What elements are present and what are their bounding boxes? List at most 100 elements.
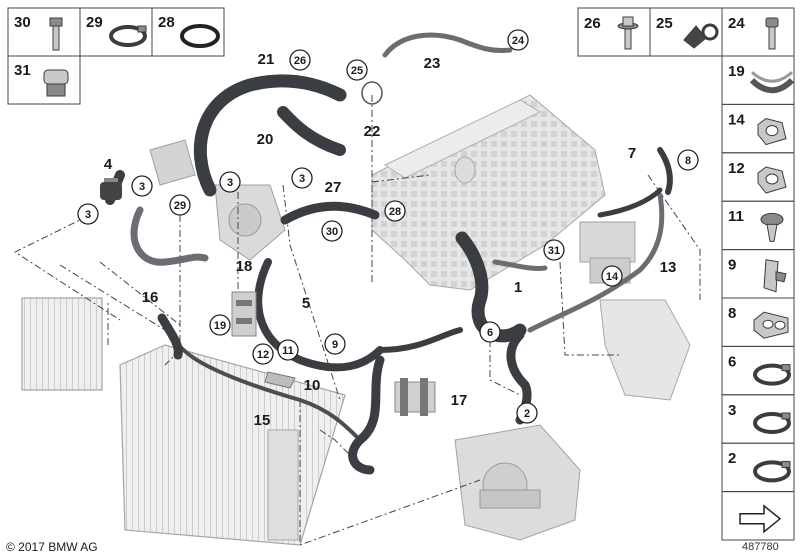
callout-label: 12 bbox=[257, 349, 269, 361]
callout-20[interactable]: 20 bbox=[257, 131, 274, 148]
part-cell-11[interactable]: 11 bbox=[721, 200, 795, 251]
callout-label: 3 bbox=[299, 173, 305, 185]
callout-22[interactable]: 22 bbox=[364, 123, 381, 140]
part-cell-25[interactable]: 25 bbox=[649, 7, 723, 57]
callout-label: 20 bbox=[257, 131, 274, 148]
hose-coupling-lower bbox=[157, 313, 183, 360]
callout-3[interactable]: 3 bbox=[291, 167, 313, 189]
part-cell-8[interactable]: 8 bbox=[721, 297, 795, 347]
hose-small-return bbox=[492, 259, 548, 271]
callout-16[interactable]: 16 bbox=[142, 289, 159, 306]
bracket-17 bbox=[394, 378, 436, 416]
callout-label: 10 bbox=[304, 377, 321, 394]
hose-clamp-icon bbox=[753, 363, 791, 386]
callout-label: 29 bbox=[174, 200, 186, 212]
callout-9[interactable]: 9 bbox=[324, 333, 346, 355]
callout-4[interactable]: 4 bbox=[104, 156, 113, 173]
callout-15[interactable]: 15 bbox=[254, 412, 271, 429]
radiator-small bbox=[21, 297, 103, 391]
callout-13[interactable]: 13 bbox=[660, 259, 677, 276]
hose-9-line bbox=[377, 327, 463, 353]
callout-12[interactable]: 12 bbox=[252, 343, 274, 365]
callout-label: 16 bbox=[142, 289, 159, 306]
bracket-icon bbox=[763, 259, 787, 293]
callout-label: 6 bbox=[487, 327, 493, 339]
callout-8[interactable]: 8 bbox=[677, 149, 699, 171]
part-cell-28[interactable]: 28 bbox=[158, 14, 220, 48]
o-ring-22 bbox=[361, 81, 383, 105]
callout-label: 14 bbox=[606, 271, 619, 283]
callout-30[interactable]: 30 bbox=[321, 220, 343, 242]
callout-1[interactable]: 1 bbox=[514, 279, 522, 296]
callout-label: 22 bbox=[364, 123, 381, 140]
callout-26[interactable]: 26 bbox=[289, 49, 311, 71]
callout-31[interactable]: 31 bbox=[543, 239, 565, 261]
hose-1 bbox=[455, 231, 527, 343]
part-cell-29[interactable]: 29 bbox=[86, 14, 147, 47]
callout-29[interactable]: 29 bbox=[169, 194, 191, 216]
callout-18[interactable]: 18 bbox=[236, 258, 253, 275]
callout-24[interactable]: 24 bbox=[507, 29, 529, 51]
hose-clamp-icon bbox=[753, 460, 791, 483]
hose-clamp-icon bbox=[753, 412, 791, 434]
callout-label: 28 bbox=[389, 206, 401, 218]
callout-label: 17 bbox=[451, 392, 468, 409]
callout-label: 23 bbox=[424, 55, 441, 72]
part-cell-9[interactable]: 9 bbox=[721, 249, 795, 299]
callout-27[interactable]: 27 bbox=[325, 179, 342, 196]
part-cell-6[interactable]: 6 bbox=[721, 345, 795, 396]
callout-2[interactable]: 2 bbox=[516, 402, 538, 424]
part-cell-30[interactable]: 30 bbox=[14, 14, 63, 51]
part-cell-26[interactable]: 26 bbox=[577, 7, 651, 57]
part-cell-number: 30 bbox=[14, 14, 31, 31]
part-cell-12[interactable]: 12 bbox=[721, 152, 795, 202]
callout-label: 11 bbox=[282, 345, 294, 357]
callout-label: 5 bbox=[302, 295, 310, 312]
callout-10[interactable]: 10 bbox=[304, 377, 321, 394]
hose-lower bbox=[348, 355, 385, 475]
part-cell-number: 19 bbox=[728, 63, 745, 80]
callout-3[interactable]: 3 bbox=[77, 203, 99, 225]
callout-7[interactable]: 7 bbox=[628, 145, 636, 162]
part-cell-24[interactable]: 24 bbox=[721, 7, 795, 57]
callout-label: 18 bbox=[236, 258, 253, 275]
flange-bolt-icon bbox=[617, 16, 639, 50]
callout-11[interactable]: 11 bbox=[277, 339, 299, 361]
part-cell-14[interactable]: 14 bbox=[721, 103, 795, 154]
callout-19[interactable]: 19 bbox=[209, 314, 231, 336]
hose-13 bbox=[527, 192, 665, 333]
part-cell-number: 2 bbox=[728, 450, 736, 467]
part-cell-3[interactable]: 3 bbox=[721, 394, 795, 444]
callout-28[interactable]: 28 bbox=[384, 200, 406, 222]
part-cell-number: 24 bbox=[728, 15, 745, 32]
part-cell-31[interactable]: 31 bbox=[14, 62, 69, 97]
part-cell-number: 11 bbox=[728, 208, 744, 225]
callout-3[interactable]: 3 bbox=[131, 175, 153, 197]
part-cell-number: 29 bbox=[86, 14, 103, 31]
callout-14[interactable]: 14 bbox=[601, 265, 623, 287]
callout-23[interactable]: 23 bbox=[424, 55, 441, 72]
diagram-id: 487780 bbox=[742, 541, 779, 553]
callout-5[interactable]: 5 bbox=[302, 295, 310, 312]
clip-icon bbox=[757, 118, 787, 146]
callout-6[interactable]: 6 bbox=[479, 321, 501, 343]
hose-27 bbox=[280, 201, 380, 225]
callout-25[interactable]: 25 bbox=[346, 59, 368, 81]
callout-label: 26 bbox=[294, 55, 306, 67]
callout-3[interactable]: 3 bbox=[219, 171, 241, 193]
hose-21 bbox=[193, 74, 347, 197]
callout-label: 25 bbox=[351, 65, 363, 77]
callout-17[interactable]: 17 bbox=[451, 392, 468, 409]
callout-label: 3 bbox=[85, 209, 91, 221]
callout-label: 27 bbox=[325, 179, 342, 196]
part-cell-number: 12 bbox=[728, 160, 745, 177]
direction-cell[interactable] bbox=[721, 491, 795, 541]
clamp-strap-icon bbox=[749, 71, 795, 94]
callout-label: 1 bbox=[514, 279, 522, 296]
part-cell-number: 26 bbox=[584, 15, 601, 32]
part-cell-2[interactable]: 2 bbox=[721, 442, 795, 493]
callout-21[interactable]: 21 bbox=[258, 51, 275, 68]
part-cell-19[interactable]: 19 bbox=[721, 55, 795, 105]
